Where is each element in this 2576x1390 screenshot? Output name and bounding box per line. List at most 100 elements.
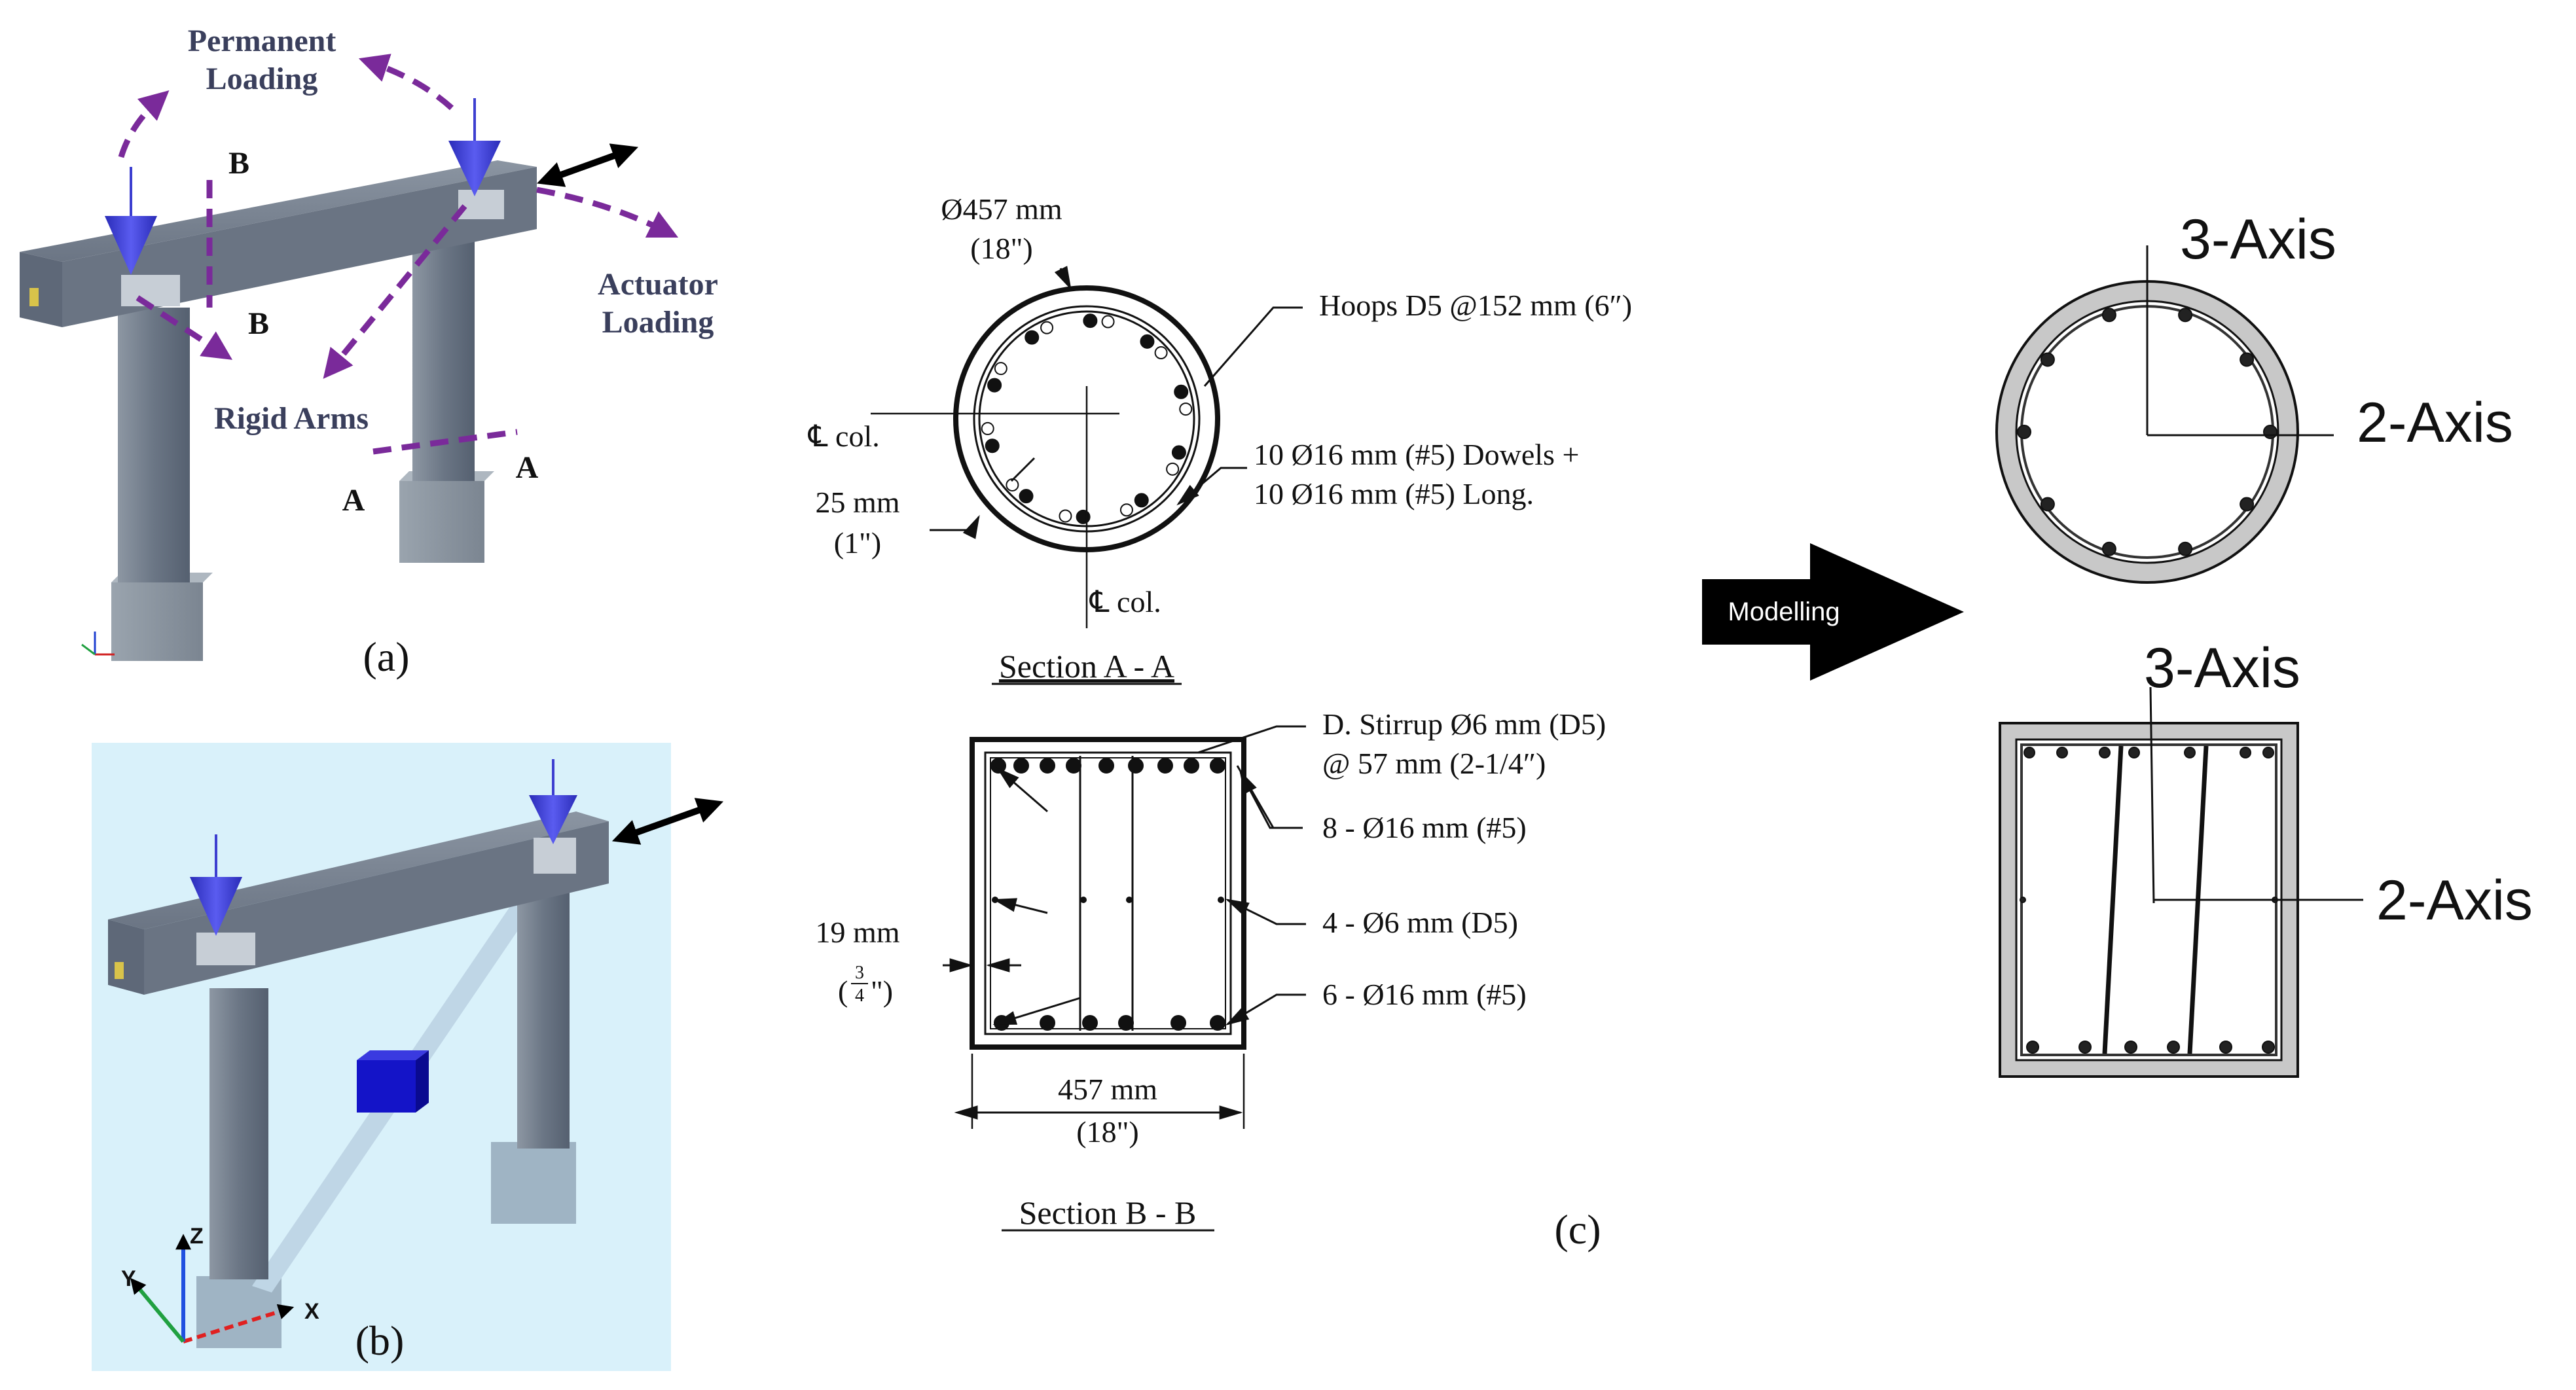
rebar-dot	[2184, 747, 2196, 758]
section-bb-width-in: (18")	[1076, 1115, 1138, 1149]
right-cone-load	[448, 98, 501, 196]
rebar-dot	[1171, 445, 1186, 460]
rebar-dot	[2178, 541, 2193, 556]
rebar-dot	[1083, 313, 1098, 329]
rebar-dot	[1066, 758, 1081, 774]
model-circle-axis2: 2-Axis	[2357, 391, 2513, 454]
rebar-dot	[1210, 1015, 1225, 1031]
rebar-dot	[2099, 747, 2111, 758]
section-bb-side-bars-label: 4 - Ø6 mm (D5)	[1322, 906, 1518, 939]
rebar-dot	[1184, 758, 1199, 774]
section-bb-bottom-bars-leader	[1225, 993, 1306, 1025]
rebar-dot	[2040, 497, 2055, 512]
rebar-dot	[2040, 352, 2055, 367]
section-aa-hoops-leader	[1203, 306, 1303, 387]
rebar-dot	[1128, 758, 1144, 774]
actuator-arrow	[536, 143, 639, 187]
purple-arrows	[118, 54, 679, 455]
section-bb-cover-num: 3	[855, 963, 864, 983]
rebar-dot	[994, 362, 1007, 376]
section-aa-bars-line2: 10 Ø16 mm (#5) Long.	[1254, 477, 1534, 510]
actuator-loading-label-1: Actuator	[598, 267, 718, 302]
section-aa-hoops-label: Hoops D5 @152 mm (6″)	[1319, 289, 1632, 322]
rebar-dot	[2262, 747, 2274, 758]
rebar-dot	[1076, 509, 1091, 524]
rebar-dot	[1179, 402, 1193, 416]
section-aa-title: Section A - A	[999, 648, 1174, 685]
panel-b-left-column	[209, 988, 268, 1279]
section-a-left-label: A	[342, 483, 365, 518]
rebar-dot	[1098, 758, 1114, 774]
section-aa-cover: 25 mm	[815, 486, 899, 519]
section-aa-bars-leader	[1176, 467, 1247, 506]
left-column	[118, 308, 190, 582]
rebar-dot	[2017, 425, 2031, 439]
rebar-dot	[1118, 1015, 1134, 1031]
panel-b-bolt	[115, 962, 124, 979]
model-square-axis3-line	[2149, 686, 2155, 904]
rebar-dot	[2167, 1041, 2180, 1054]
panel-b-right-column	[517, 874, 570, 1149]
rebar-dot	[2219, 1041, 2232, 1054]
section-bb-stirrup	[984, 751, 1232, 1035]
right-joint	[458, 190, 504, 219]
rebar-dot	[1126, 897, 1133, 903]
section-b-top-label: B	[228, 146, 249, 181]
section-bb-bars	[990, 758, 1225, 1031]
panel-b-axis-y: Y	[121, 1266, 136, 1291]
section-bb-stirrup-inner	[990, 757, 1226, 1029]
section-bb-title: Section B - B	[1019, 1194, 1197, 1231]
panel-b-joint-left	[196, 933, 255, 965]
panel-c-label: (c)	[1554, 1206, 1601, 1253]
rebar-dot	[990, 758, 1006, 774]
section-aa-diameter-in: (18")	[970, 232, 1032, 265]
section-bb-top-bars-leader	[1239, 770, 1303, 829]
rebar-dot	[2262, 1041, 2275, 1054]
rebar-dot	[1101, 315, 1115, 329]
model-square-axis2: 2-Axis	[2376, 869, 2533, 932]
rebar-dot	[2078, 1041, 2092, 1054]
left-footing	[111, 573, 213, 661]
panel-b-axis-z: Z	[190, 1224, 204, 1249]
section-bb-side-bars-leader	[1225, 899, 1306, 925]
rebar-dot	[1119, 503, 1133, 517]
section-aa-cover-in: (1")	[834, 526, 881, 560]
left-joint	[121, 275, 180, 306]
model-square-bars	[2020, 747, 2278, 1054]
rebar-dot	[1040, 758, 1055, 774]
model-circle-axis3: 3-Axis	[2180, 208, 2336, 271]
section-bb-stirrup-leader	[1197, 725, 1306, 754]
left-cone-load	[105, 167, 157, 275]
actuator-loading-label-2: Loading	[602, 305, 714, 340]
panel-b-actuator-block	[357, 1050, 429, 1113]
panel-b-beam-front	[144, 821, 609, 995]
section-aa-diameter: Ø457 mm	[941, 192, 1062, 226]
rebar-dot	[1174, 384, 1189, 399]
section-bb-stirrup-line2: @ 57 mm (2-1/4″)	[1322, 747, 1546, 780]
rebar-dot	[2240, 497, 2255, 512]
rebar-dot	[1157, 758, 1173, 774]
rebar-dot	[1040, 1015, 1055, 1031]
beam	[20, 160, 537, 327]
rebar-dot	[2178, 308, 2193, 323]
rebar-dot	[2101, 541, 2116, 556]
section-bb-top-bars-leader-3	[996, 767, 1048, 813]
section-bb-bottom-bars-label: 6 - Ø16 mm (#5)	[1322, 978, 1527, 1011]
rebar-dot	[1170, 1015, 1186, 1031]
panel-b-label: (b)	[355, 1317, 405, 1364]
rebar-dot	[1154, 346, 1168, 360]
panel-b-axis-x: X	[304, 1299, 319, 1324]
rebar-dot	[1166, 462, 1180, 476]
panel-b-beam-end	[108, 919, 144, 995]
section-bb-top-bars-leader-2	[1236, 765, 1275, 829]
model-square-axis3: 3-Axis	[2144, 637, 2300, 700]
rebar-dot	[2240, 352, 2255, 367]
section-bb-side-bars-leader-2	[992, 898, 1048, 914]
rebar-dot	[1134, 493, 1149, 508]
rebar-dot	[2056, 747, 2068, 758]
rebar-dot	[987, 378, 1002, 393]
section-aa-cover-tick	[1010, 457, 1036, 482]
panel-b-right-footing	[491, 1142, 576, 1224]
rebar-dot	[2240, 747, 2251, 758]
